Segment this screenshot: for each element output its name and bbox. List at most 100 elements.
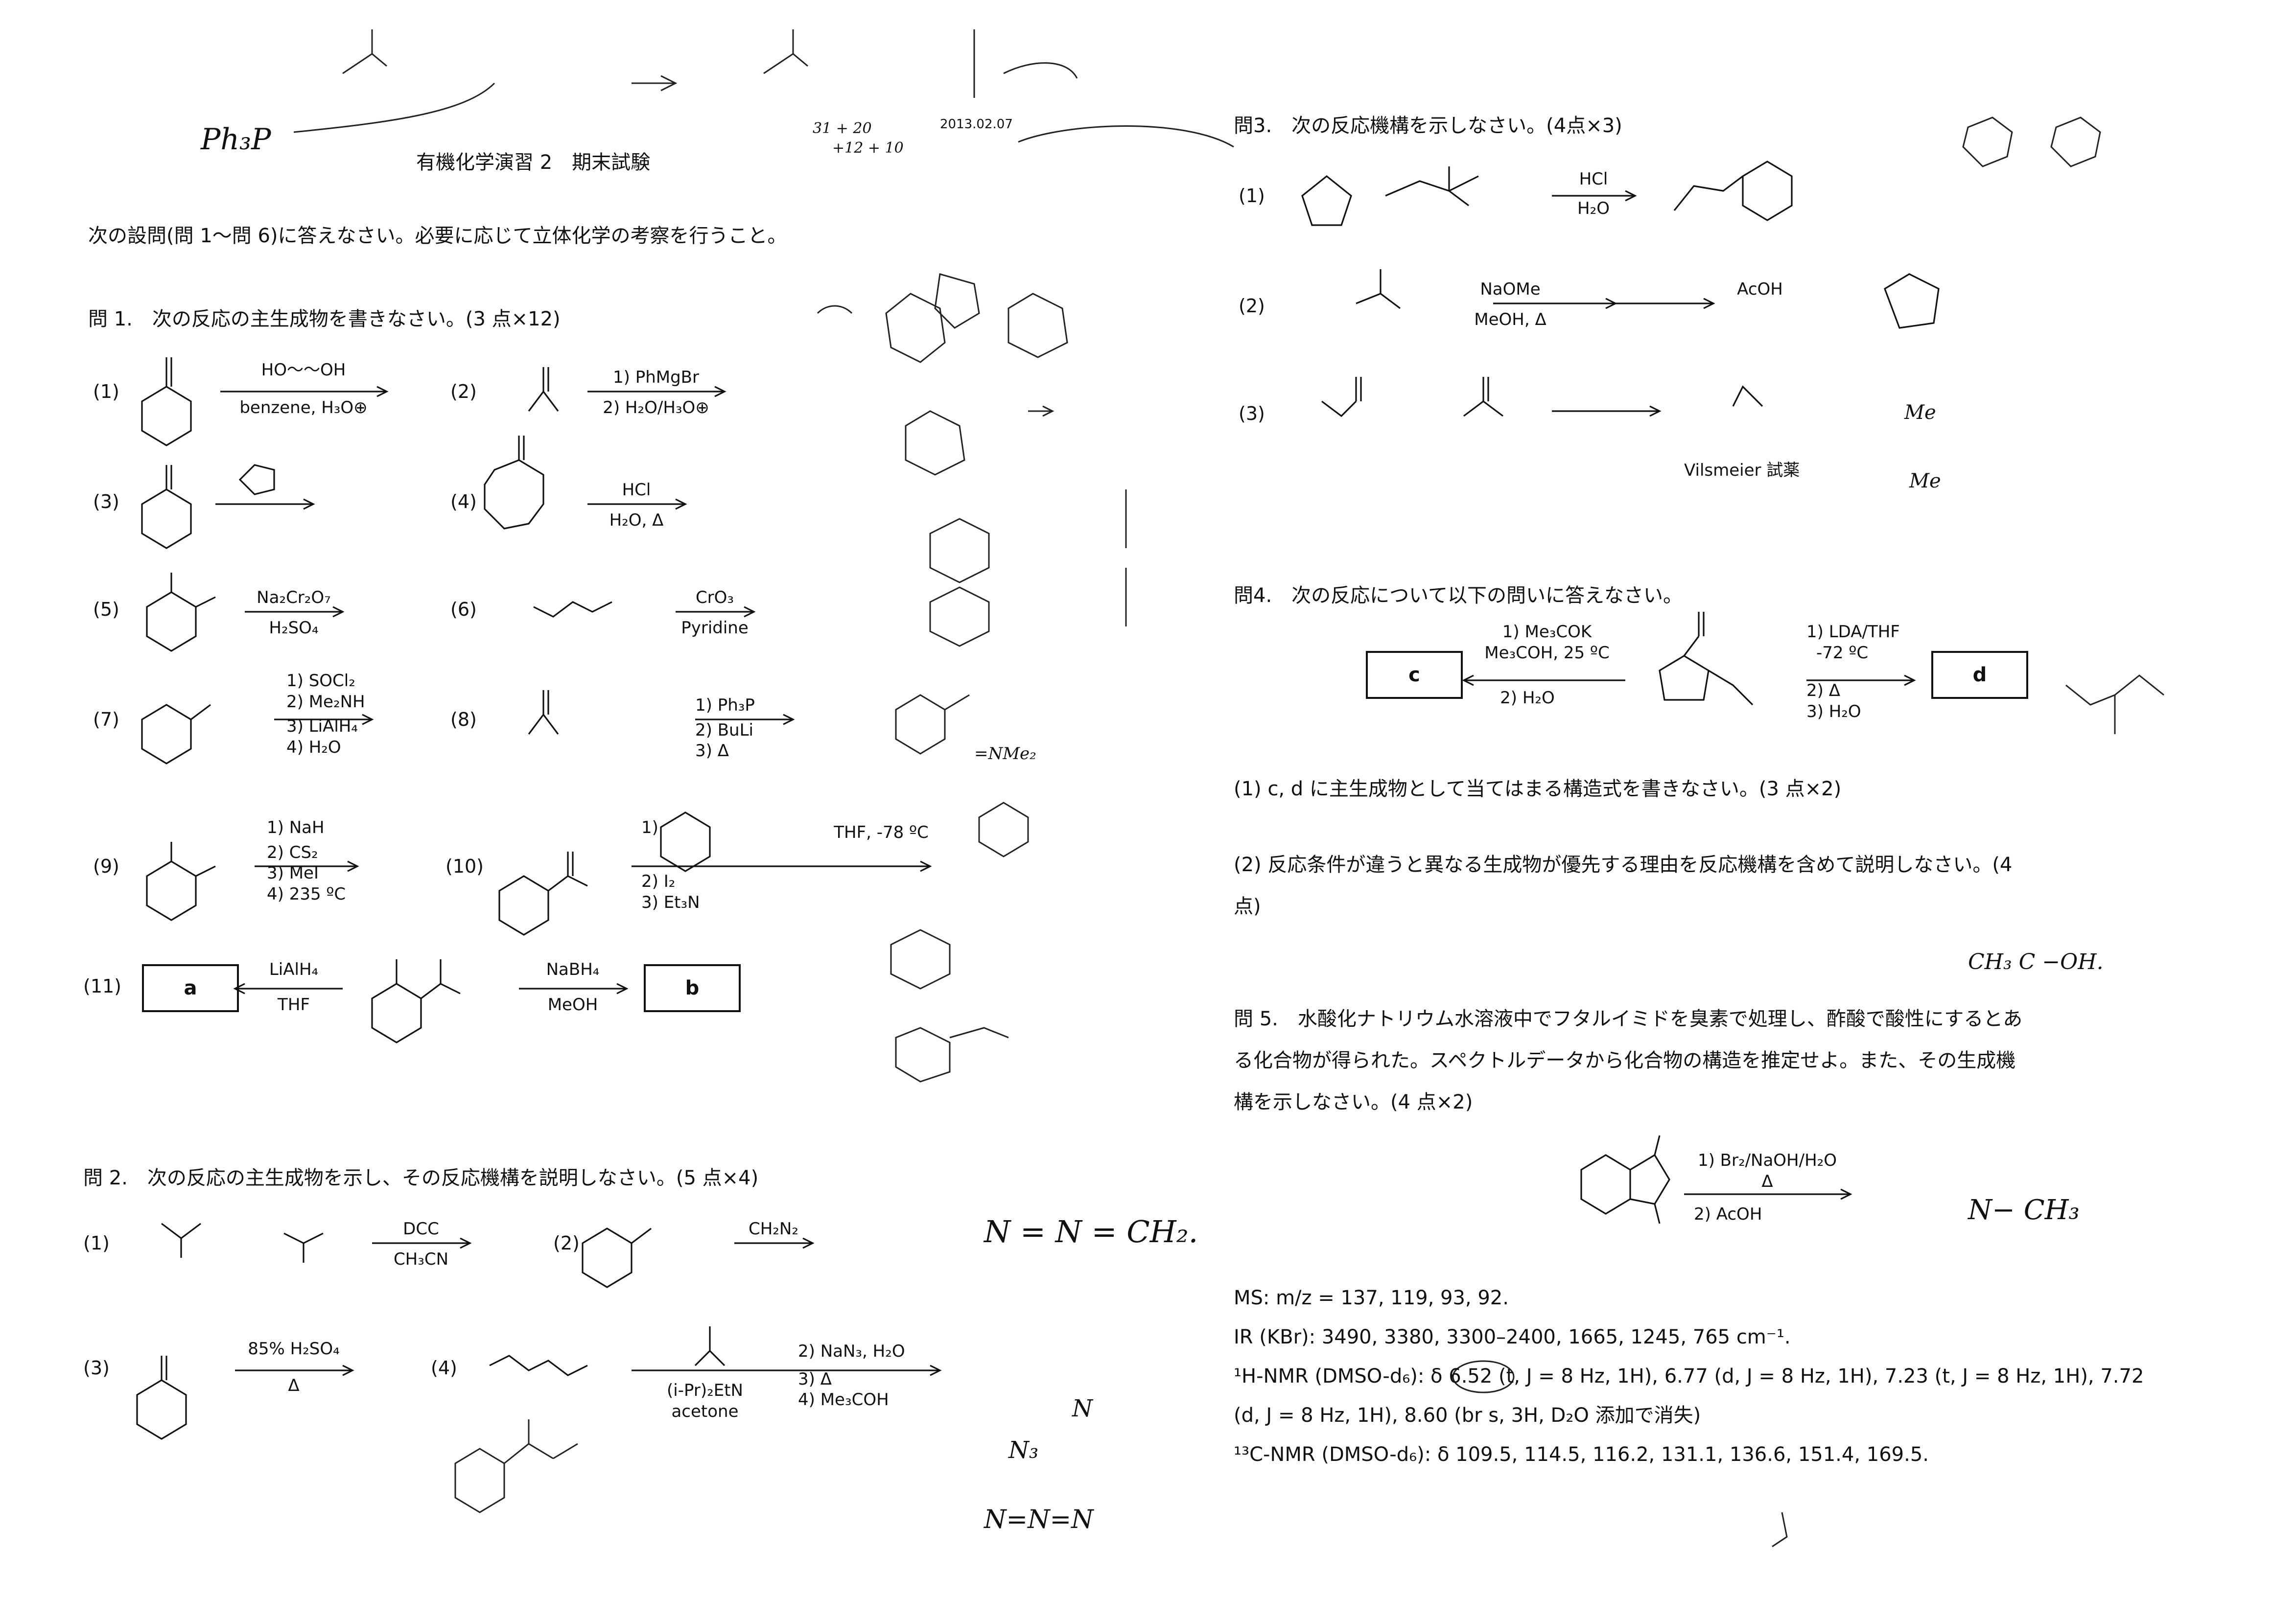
q2-item2-cond-top: CH₂N₂ — [749, 1219, 798, 1239]
q1-item8-no: (8) — [450, 709, 477, 730]
q4-left-cond-1: 1) Me₃COK — [1502, 622, 1592, 642]
q1-item11-no: (11) — [83, 975, 122, 997]
q5-heading-line3: 構を示しなさい。(4 点×2) — [1234, 1091, 1473, 1113]
hw-ph3p: Ph₃P — [201, 122, 271, 157]
q3-item3-no: (3) — [1239, 403, 1265, 424]
misc-handwritten-marks — [817, 305, 1788, 1548]
q4-left-cond-top: 1) Me₃COK Me₃COH, 25 ºC — [1474, 622, 1620, 663]
q1-item6-cond-top: CrO₃ — [695, 588, 734, 607]
q5-cnmr: ¹³C-NMR (DMSO-d₆): δ 109.5, 114.5, 116.2… — [1234, 1443, 1929, 1466]
q2-item2-no: (2) — [553, 1232, 580, 1254]
q1-item11-left-bottom: THF — [278, 995, 310, 1015]
q2-structures — [136, 1223, 942, 1440]
q1-item10-no: (10) — [445, 856, 484, 877]
q1-item8-cond-line2: 2) BuLi — [695, 720, 753, 740]
header-handwritten-scheme — [293, 29, 1234, 148]
q4-right-cond-4: 3) H₂O — [1806, 701, 1861, 721]
q2-item1-cond-bottom: CH₃CN — [393, 1250, 449, 1269]
hw-nme2: =NMe₂ — [974, 744, 1036, 764]
q3-heading: 問3. 次の反応機構を示しなさい。(4点×3) — [1234, 115, 1622, 137]
q1-item5-cond-bottom: H₂SO₄ — [269, 618, 319, 638]
q3-item2-cond-top: NaOMe — [1480, 279, 1541, 299]
q5-cond-bottom: 2) AcOH — [1694, 1204, 1762, 1224]
hw-n: N — [1072, 1395, 1093, 1422]
q1-item3-no: (3) — [93, 491, 119, 512]
answer-box-a[interactable]: a — [142, 964, 239, 1012]
q1-heading: 問 1. 次の反応の主生成物を書きなさい。(3 点×12) — [88, 308, 561, 330]
q4-sub1: (1) c, d に主生成物として当てはまる構造式を書きなさい。(3 点×2) — [1234, 778, 1842, 800]
q1-item1-cond-bottom: benzene, H₃O⊕ — [239, 398, 368, 417]
q1-item5-no: (5) — [93, 599, 119, 620]
q5-heading-line1: 問 5. 水酸化ナトリウム水溶液中でフタルイミドを臭素で処理し、酢酸で酸性にする… — [1234, 1008, 2023, 1030]
q1-item5-cond-top: Na₂Cr₂O₇ — [257, 588, 331, 607]
q1-handwritten-answers — [885, 273, 1068, 1083]
q3-item1-cond-bottom: H₂O — [1577, 199, 1610, 218]
answer-box-b[interactable]: b — [644, 964, 741, 1012]
q3-item2-cond-bottom: MeOH, Δ — [1474, 310, 1546, 329]
q1-item4-cond-bottom: H₂O, Δ — [609, 510, 664, 530]
q2-handwritten-answers — [454, 1419, 578, 1513]
q1-item10-cond-1: 1) — [641, 818, 658, 837]
q5-hnmr-line2: (d, J = 8 Hz, 1H), 8.60 (br s, 3H, D₂O 添… — [1234, 1404, 1701, 1427]
q1-item9-no: (9) — [93, 856, 119, 877]
q1-item9-cond-line2: 2) CS₂ — [267, 842, 318, 862]
q1-item8-cond-line1: 1) Ph₃P — [695, 695, 755, 715]
hw-scores: 31 + 20 — [813, 120, 872, 137]
q1-item4-no: (4) — [450, 491, 477, 512]
q4-left-cond-3: 2) H₂O — [1500, 688, 1555, 708]
q2-item4-cond-line2: acetone — [671, 1401, 739, 1421]
q1-item7-cond-line2: 2) Me₂NH — [286, 692, 365, 712]
q1-item6-no: (6) — [450, 599, 477, 620]
hw-dmf-me2: Me — [1909, 470, 1941, 492]
q2-item1-cond-top: DCC — [403, 1219, 439, 1239]
q2-item4-cond-right-1: 2) NaN₃, H₂O — [798, 1342, 905, 1361]
q1-item10-cond-rest: 2) I₂ 3) Et₃N — [641, 871, 720, 913]
q3-item1-cond-top: HCl — [1579, 169, 1608, 189]
q1-item2-no: (2) — [450, 381, 477, 402]
hw-n3: N₃ — [1008, 1436, 1039, 1464]
hw-scores-2: +12 + 10 — [832, 139, 904, 157]
q3-item2-no: (2) — [1239, 295, 1265, 317]
q1-structures — [141, 357, 932, 1043]
q4-right-cond-2: -72 ºC — [1816, 643, 1869, 663]
q3-item2-cond2: AcOH — [1737, 279, 1783, 299]
q4-heading: 問4. 次の反応について以下の問いに答えなさい。 — [1234, 584, 1683, 607]
q2-item3-no: (3) — [83, 1357, 110, 1379]
q1-item1-cond-top: HO〜〜OH — [261, 360, 346, 380]
q5-cond-top: 1) Br₂/NaOH/H₂O Δ — [1684, 1150, 1851, 1192]
answer-box-d[interactable]: d — [1931, 651, 2028, 699]
q3-item3-product-label: Vilsmeier 試薬 — [1684, 461, 1800, 480]
q2-item4-cond: (i-Pr)₂EtN acetone — [666, 1380, 744, 1422]
q1-item10-cond-line2: 2) I₂ — [641, 872, 676, 891]
q3-handwritten — [1962, 116, 2101, 167]
q1-item9-cond-line1: 1) NaH — [267, 818, 325, 837]
q4-sub2-line2: 点) — [1234, 895, 1261, 918]
q3-item1-no: (1) — [1239, 185, 1265, 207]
q5-hnmr-line1: ¹H-NMR (DMSO-d₆): δ 6.52 (t, J = 8 Hz, 1… — [1234, 1365, 2144, 1388]
q2-item3-cond-top: 85% H₂SO₄ — [248, 1339, 340, 1359]
q1-item8-cond-line3: 3) Δ — [695, 741, 729, 761]
q5-heading-line2: る化合物が得られた。スペクトルデータから化合物の構造を推定せよ。また、その生成機 — [1234, 1049, 2016, 1072]
q1-item4-cond-top: HCl — [622, 480, 651, 500]
hw-azide: N=N=N — [984, 1505, 1094, 1534]
q5-ir: IR (KBr): 3490, 3380, 3300–2400, 1665, 1… — [1234, 1326, 1791, 1348]
q2-item4-cond-right: 2) NaN₃, H₂O 3) Δ 4) Me₃COH — [798, 1341, 915, 1411]
q1-item6-cond-bottom: Pyridine — [681, 618, 749, 638]
q1-item7-cond-line3: 3) LiAlH₄ — [286, 717, 358, 736]
q4-right-cond-1: 1) LDA/THF — [1806, 622, 1900, 642]
document-title: 有機化学演習 2 期末試験 — [416, 151, 651, 174]
answer-box-c[interactable]: c — [1366, 651, 1463, 699]
q1-item2-cond-top: 1) PhMgBr — [613, 368, 699, 387]
q1-item7-cond: 1) SOCl₂ 2) Me₂NH 3) LiAlH₄ 4) H₂O — [286, 671, 375, 758]
q2-item4-cond-line1: (i-Pr)₂EtN — [666, 1381, 743, 1400]
q4-left-cond-2: Me₃COH, 25 ºC — [1484, 643, 1610, 663]
q2-item3-cond-bottom: Δ — [288, 1376, 300, 1395]
q4-sub2-line1: (2) 反応条件が違うと異なる生成物が優先する理由を反応機構を含めて説明しなさい… — [1234, 854, 2013, 876]
q1-item9-cond-line3: 3) MeI — [267, 863, 319, 883]
q4-structures — [1462, 612, 1916, 706]
q1-item9-cond-line4: 4) 235 ºC — [267, 884, 346, 904]
q1-item11-right-bottom: MeOH — [547, 995, 598, 1015]
q1-item8-cond: 1) Ph₃P 2) BuLi 3) Δ — [695, 695, 773, 762]
q2-item4-cond-right-3: 4) Me₃COH — [798, 1390, 889, 1410]
q1-item7-cond-line4: 4) H₂O — [286, 737, 341, 757]
